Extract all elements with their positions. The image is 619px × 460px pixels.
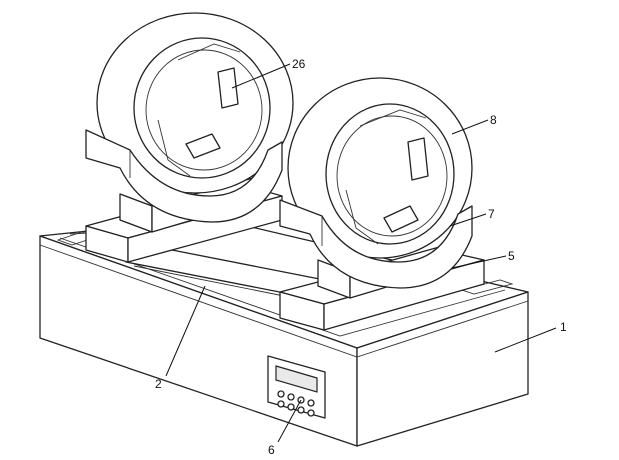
- ref-label-8: 8: [490, 113, 497, 127]
- button-7: [297, 406, 305, 414]
- ref-label-7: 7: [488, 207, 495, 221]
- button-4: [307, 399, 315, 407]
- leader-8: [451, 119, 489, 135]
- reference-numerals: 26 8 7 5 1 2 6: [155, 57, 567, 457]
- ref-label-6: 6: [268, 443, 275, 457]
- button-8: [307, 409, 315, 417]
- leader-5: [451, 255, 507, 269]
- leader-6: [277, 399, 302, 443]
- button-5: [277, 400, 285, 408]
- display-screen: [275, 365, 318, 393]
- ref-label-5: 5: [508, 249, 515, 263]
- leader-7: [449, 213, 487, 227]
- left-fixture: [85, 12, 294, 263]
- button-2: [287, 393, 295, 401]
- ref-label-26: 26: [292, 57, 306, 71]
- button-6: [287, 403, 295, 411]
- ref-label-2: 2: [155, 377, 162, 391]
- right-fixture: [279, 77, 485, 331]
- leader-2: [165, 285, 206, 377]
- button-1: [277, 390, 285, 398]
- leader-1: [494, 327, 557, 353]
- ref-label-1: 1: [560, 320, 567, 334]
- control-panel: [267, 355, 326, 419]
- leader-26: [231, 63, 291, 89]
- leader-lines: [165, 63, 557, 443]
